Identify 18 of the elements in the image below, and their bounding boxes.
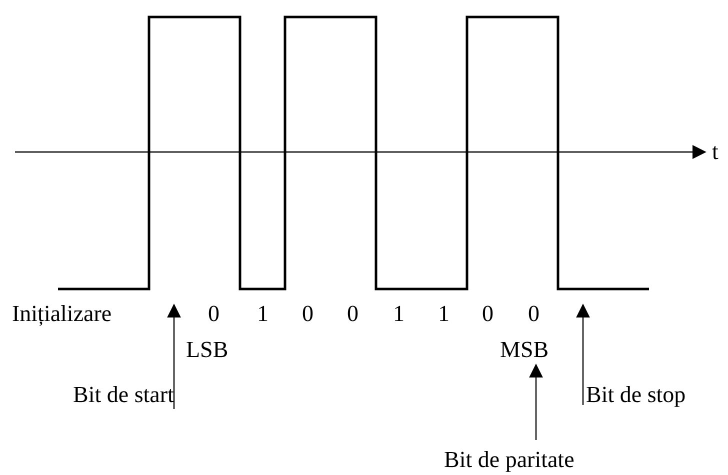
- leader-arrow: [529, 364, 543, 440]
- bit-value: 1: [438, 301, 450, 327]
- bit-value: 1: [393, 301, 404, 327]
- leader-arrow: [576, 304, 590, 405]
- bit-value: 0: [347, 301, 358, 327]
- axis-label: t: [712, 139, 718, 165]
- callout-text: Bit de paritate: [444, 447, 574, 473]
- callout-text: Bit de stop: [586, 382, 686, 408]
- bit-value: 1: [257, 301, 268, 327]
- bit-value: 0: [208, 301, 220, 327]
- bit-value: 0: [482, 301, 494, 327]
- callout-text: Bit de start: [73, 382, 174, 408]
- bit-label: MSB: [500, 337, 549, 363]
- bit-value: 0: [528, 301, 540, 327]
- bit-label: LSB: [186, 337, 228, 363]
- leader-arrow: [167, 304, 181, 409]
- text-label: Inițializare: [12, 301, 112, 327]
- bit-value: 0: [302, 301, 314, 327]
